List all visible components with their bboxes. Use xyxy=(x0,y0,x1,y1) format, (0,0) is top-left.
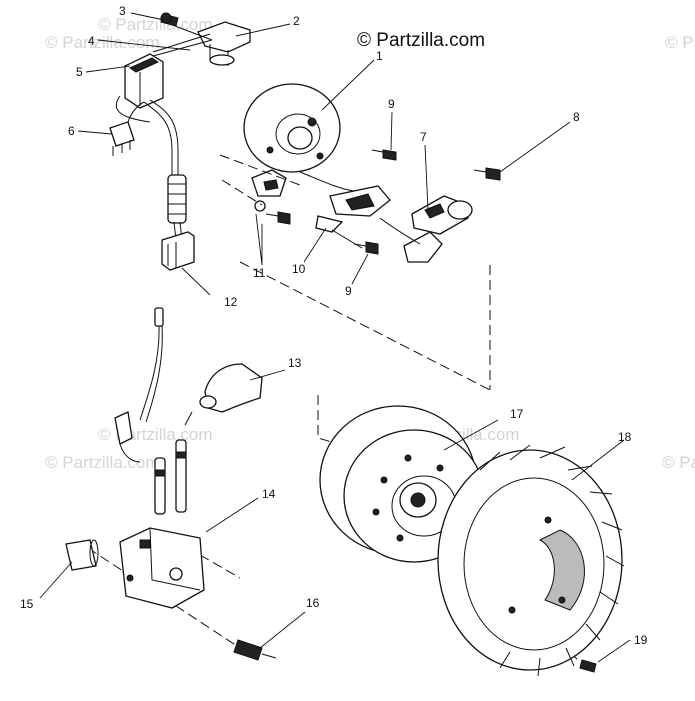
callout-13: 13 xyxy=(288,356,302,370)
callout-12: 12 xyxy=(224,295,238,309)
copyright-notice: © Partzilla.com xyxy=(357,30,485,51)
watermark: © Partzilla.com xyxy=(98,425,213,444)
callout-3: 3 xyxy=(119,4,126,18)
leader-lines xyxy=(39,12,631,663)
callout-7: 7 xyxy=(420,130,427,144)
callout-6: 6 xyxy=(68,124,75,138)
callout-11: 11 xyxy=(253,266,266,280)
callout-17: 17 xyxy=(510,407,524,421)
callout-14: 14 xyxy=(262,487,276,501)
wiring-harness xyxy=(109,12,251,271)
stator-assembly xyxy=(243,83,501,263)
watermark: © Partzilla.com xyxy=(665,33,695,52)
callout-8: 8 xyxy=(573,110,580,124)
callout-4: 4 xyxy=(88,34,95,48)
callout-9-upper: 9 xyxy=(388,97,395,111)
callout-10: 10 xyxy=(292,262,306,276)
callout-2: 2 xyxy=(293,14,300,28)
callout-5: 5 xyxy=(76,65,83,79)
callout-19: 19 xyxy=(634,633,648,647)
callout-15: 15 xyxy=(20,597,34,611)
flywheel xyxy=(319,405,485,563)
callout-18: 18 xyxy=(618,430,632,444)
watermarks: © Partzilla.com © Partzilla.com © Partzi… xyxy=(45,15,695,472)
callouts: 3 2 4 5 1 9 8 6 7 11 10 9 12 13 17 18 14… xyxy=(20,4,648,647)
callout-16: 16 xyxy=(306,596,320,610)
ignition-coil xyxy=(65,307,277,661)
callout-1: 1 xyxy=(376,49,383,63)
watermark: © Partzilla.com xyxy=(45,33,160,52)
cooling-fan xyxy=(437,444,625,677)
callout-9-lower: 9 xyxy=(345,284,352,298)
watermark: © Partzilla.com xyxy=(45,453,160,472)
watermark: © Partzilla.com xyxy=(662,453,695,472)
